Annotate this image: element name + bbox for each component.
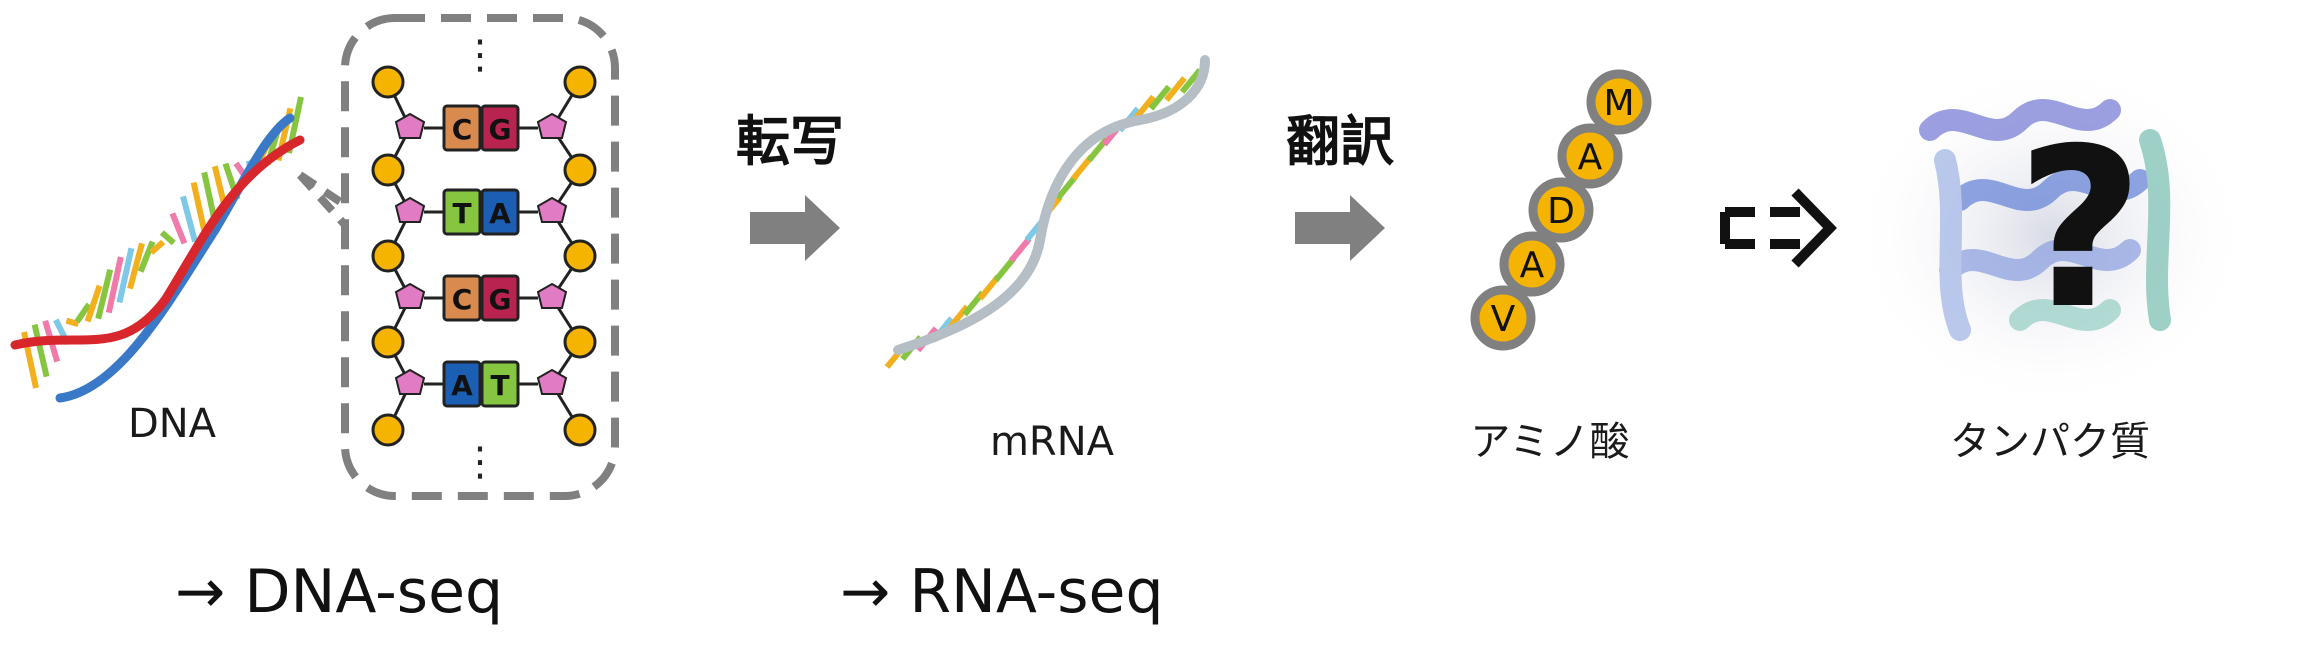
ellipsis-top: ⋮ (460, 32, 500, 78)
dna-rung (84, 284, 103, 323)
phosphate-left (371, 239, 405, 273)
phosphate-left (371, 325, 405, 359)
dna-rung (65, 317, 80, 328)
phosphate-left (371, 153, 405, 187)
phosphate-right (563, 153, 597, 187)
base-letter: C (452, 283, 473, 316)
sugar-left (394, 112, 426, 139)
dna-rung (169, 212, 188, 245)
phosphate-right (563, 325, 597, 359)
rna-rung (1164, 76, 1187, 102)
base-letter: T (452, 197, 471, 230)
translation-label: 翻訳 (1286, 110, 1395, 173)
dna-rung (149, 239, 166, 255)
amino-acid-label: アミノ酸 (1470, 419, 1629, 465)
mrna-illustration (884, 55, 1210, 369)
amino-acid-bead (1586, 69, 1652, 135)
amino-acid-bead (1499, 231, 1565, 297)
rna-rung (1070, 154, 1094, 181)
sugar-right (536, 112, 568, 139)
rna-rung (1179, 68, 1203, 94)
dna-rung (105, 256, 124, 314)
protein-illustration: ? (1850, 60, 2250, 410)
zoom-connector (297, 171, 348, 228)
base-letter: T (490, 369, 509, 402)
protein-label: タンパク質 (1950, 419, 2150, 465)
amino-acid-letter: A (1520, 245, 1545, 286)
nucleotide-a (480, 188, 520, 236)
dna-rung (190, 181, 209, 238)
amino-acid-letter: A (1578, 137, 1603, 178)
sugar-left (394, 368, 426, 395)
nucleotide-c (442, 104, 482, 152)
amino-acid-letter: M (1603, 83, 1634, 124)
phosphate-right (563, 413, 597, 447)
dna-rung (116, 247, 135, 304)
dna-rung (137, 240, 156, 273)
mrna-label: mRNA (990, 419, 1115, 465)
base-letter: G (489, 283, 512, 316)
protein-question-mark: ? (2016, 101, 2144, 357)
rna-seq-label: → RNA-seq (840, 557, 1164, 627)
dna-rung (31, 323, 50, 378)
transcription-label: 転写 (736, 110, 844, 173)
amino-acid-bead (1528, 177, 1594, 243)
rna-rung (977, 274, 1001, 301)
dna-rung (180, 195, 198, 243)
nucleotide-t (442, 188, 482, 236)
translation-arrow (1295, 195, 1385, 261)
base-letter: G (489, 113, 512, 146)
mrna-backbone (893, 55, 1210, 355)
nucleotide-t (480, 360, 520, 408)
rna-rung (1008, 236, 1032, 263)
rna-rung (993, 256, 1017, 283)
phosphate-left (371, 65, 405, 99)
nucleotide-a (442, 360, 482, 408)
nucleotide-c (442, 274, 482, 322)
dna-rung (159, 230, 176, 246)
phosphate-right (563, 239, 597, 273)
sugar-left (394, 196, 426, 223)
nucleotide-g (480, 274, 520, 322)
rna-rung (1055, 174, 1079, 201)
phosphate-left (371, 413, 405, 447)
dna-rung (95, 268, 114, 320)
amino-acid-bead (1470, 285, 1536, 351)
nucleotide-g (480, 104, 520, 152)
dna-seq-label: → DNA-seq (175, 557, 503, 627)
ellipsis-bottom: ⋮ (460, 439, 500, 485)
dna-rung (127, 242, 145, 290)
rna-rung (1133, 94, 1156, 121)
dna-rung (74, 302, 92, 324)
sugar-right (536, 282, 568, 309)
dashed-arrow-to-protein (1720, 188, 1837, 268)
dna-label: DNA (128, 401, 217, 447)
base-letter: C (452, 113, 473, 146)
sugar-right (536, 368, 568, 395)
amino-acid-bead (1557, 123, 1623, 189)
sugar-right (536, 196, 568, 223)
transcription-arrow (750, 195, 840, 261)
dna-strand-blue (55, 113, 295, 403)
rna-rung (1148, 84, 1172, 111)
amino-acid-letter: V (1491, 299, 1516, 340)
base-letter: A (451, 369, 473, 402)
amino-acid-letter: D (1547, 191, 1575, 232)
dna-helix-illustration (10, 96, 305, 403)
base-letter: A (489, 197, 511, 230)
phosphate-right (563, 65, 597, 99)
sugar-left (394, 282, 426, 309)
dna-strand-red (10, 135, 305, 350)
rna-base-rungs (884, 68, 1203, 369)
